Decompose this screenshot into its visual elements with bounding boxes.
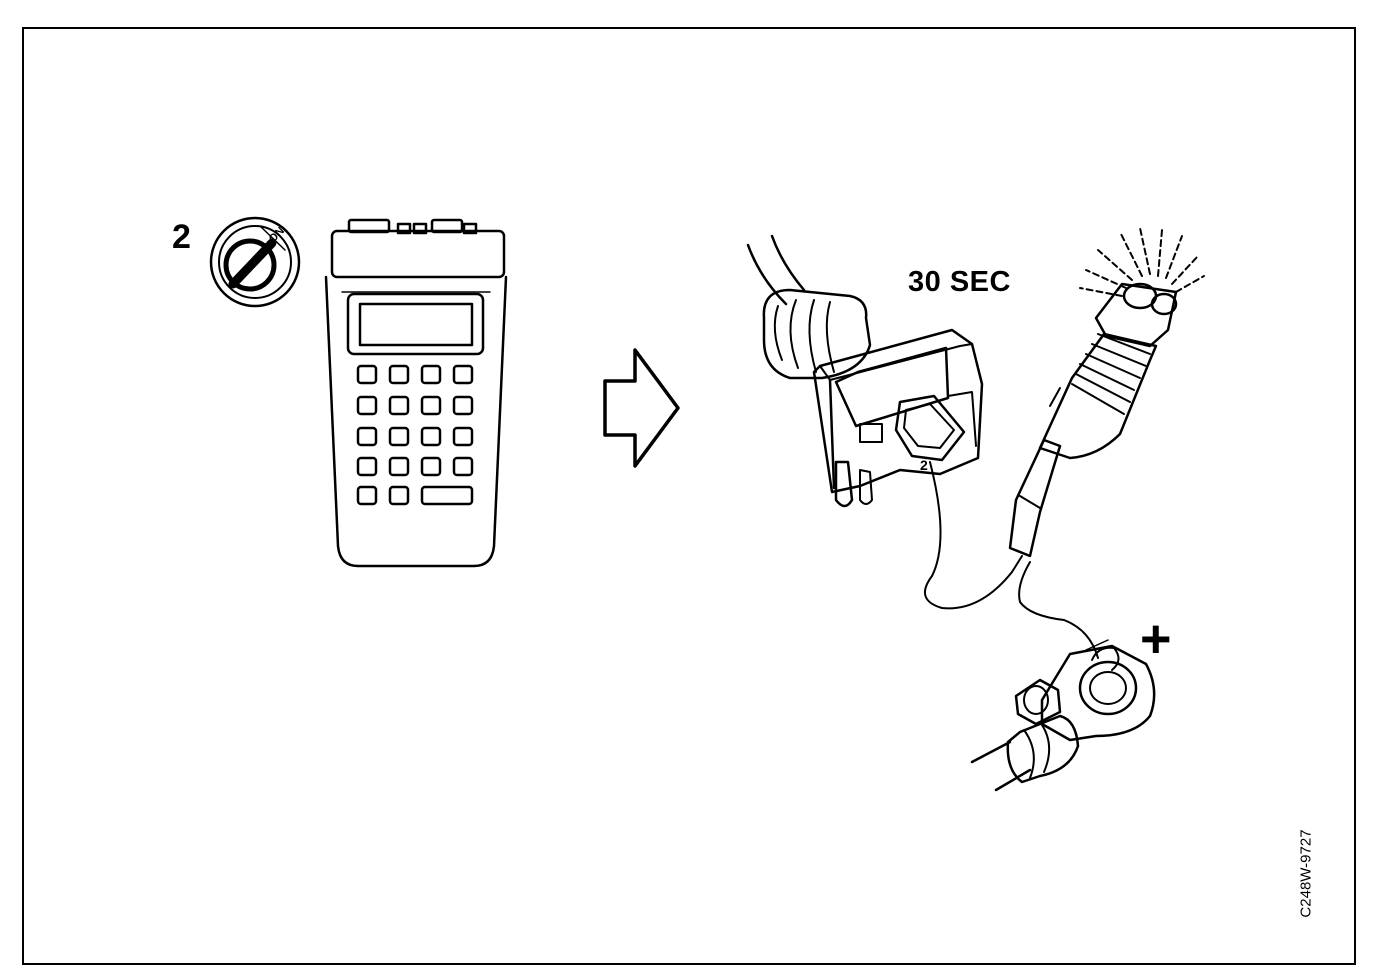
right-arrow-icon [603, 348, 680, 468]
step-number: 2 [172, 218, 191, 256]
tester-key [388, 485, 410, 506]
tester-key [356, 456, 378, 477]
tester-key [420, 364, 442, 385]
lamp-light-rays [1079, 227, 1205, 297]
ignition-switch-on-icon [209, 216, 301, 308]
tester-key [420, 456, 442, 477]
tester-key [420, 395, 442, 416]
tester-key [388, 395, 410, 416]
duration-label: 30 SEC [908, 266, 1011, 298]
test-lead-wires [923, 461, 1109, 659]
figure-border [22, 27, 1356, 965]
tester-key [452, 364, 474, 385]
connector-pin-label: 2 [920, 457, 928, 473]
handheld-tester-icon [324, 218, 508, 568]
tester-key [388, 456, 410, 477]
harness-connector-icon [746, 234, 984, 508]
tester-key [356, 364, 378, 385]
tester-key [452, 456, 474, 477]
positive-polarity-label: + [1140, 609, 1172, 669]
figure-code: C248W-9727 [1297, 829, 1315, 918]
tester-key [356, 426, 378, 447]
tester-key [356, 395, 378, 416]
tester-key [388, 364, 410, 385]
tester-key [452, 426, 474, 447]
tester-key [452, 395, 474, 416]
test-lamp-icon [1008, 282, 1178, 558]
tester-keypad [356, 364, 474, 506]
tester-key [388, 426, 410, 447]
tester-key-wide [420, 485, 474, 506]
tester-key [356, 485, 378, 506]
battery-terminal-icon [970, 644, 1156, 792]
tester-key [420, 426, 442, 447]
